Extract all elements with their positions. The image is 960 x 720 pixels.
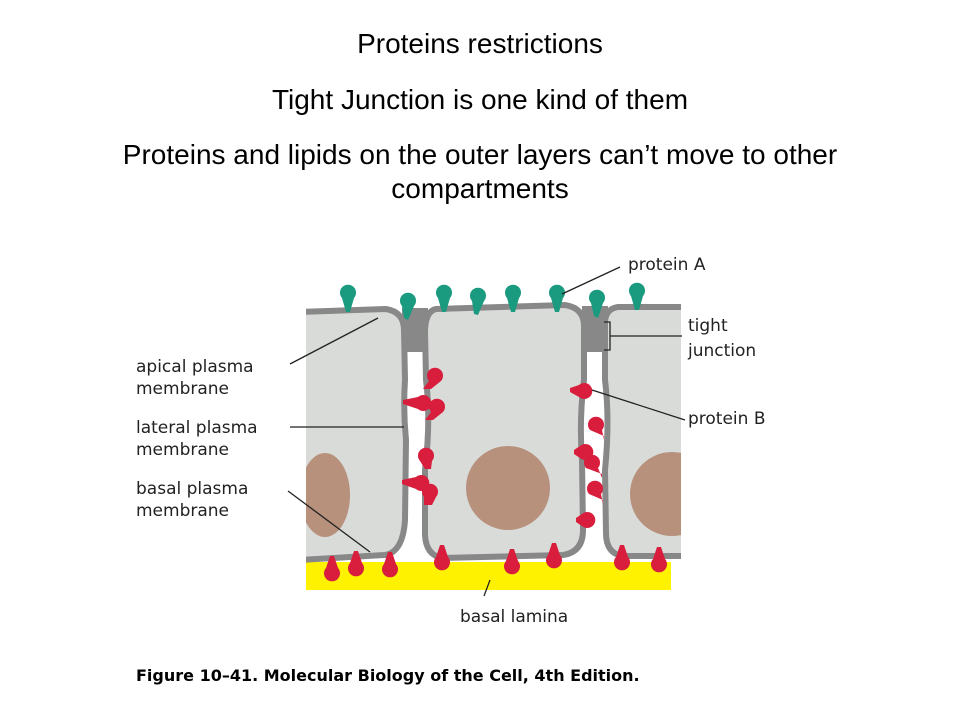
label-protein-a: protein A xyxy=(628,255,706,275)
title-line-2: Tight Junction is one kind of them xyxy=(271,84,689,115)
label-basal-1: basal plasma xyxy=(136,479,248,499)
leader-lines xyxy=(287,266,686,597)
protein-b-group xyxy=(323,367,667,582)
nucleus-left xyxy=(306,453,350,537)
label-apical-1: apical plasma xyxy=(136,357,254,377)
label-apical-2: membrane xyxy=(136,379,229,399)
title-line-1: Proteins restrictions xyxy=(357,28,603,59)
label-basal-2: membrane xyxy=(136,501,229,521)
label-protein-b: protein B xyxy=(688,409,766,429)
label-lateral-1: lateral plasma xyxy=(136,418,258,438)
label-tight-2: junction xyxy=(687,341,756,361)
label-basal-lamina: basal lamina xyxy=(460,607,568,627)
protein-a-group xyxy=(339,282,645,320)
title-line-3: Proteins and lipids on the outer layers … xyxy=(122,139,838,204)
figure-caption: Figure 10–41. Molecular Biology of the C… xyxy=(136,666,640,685)
label-lateral-2: membrane xyxy=(136,440,229,460)
nucleus-center xyxy=(466,446,550,530)
nucleus-right xyxy=(630,452,681,536)
label-tight-1: tight xyxy=(688,316,728,336)
